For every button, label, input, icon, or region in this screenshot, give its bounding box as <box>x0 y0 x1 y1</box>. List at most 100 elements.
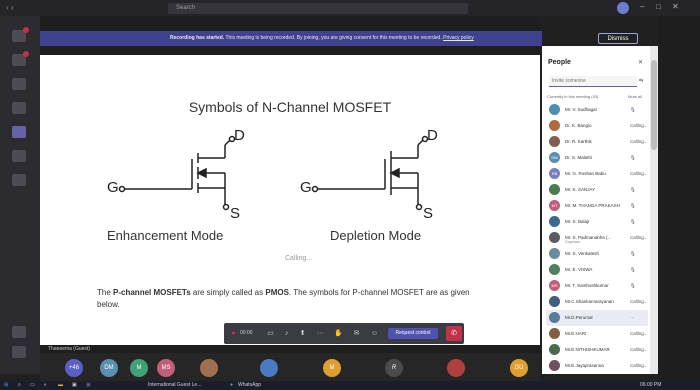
participants-icon[interactable]: ☺ <box>370 330 379 337</box>
participant-tile[interactable]: GU <box>495 357 547 379</box>
participant-avatar <box>549 184 560 195</box>
currently-in-meeting-label[interactable]: Currently in this meeting (43) <box>547 94 599 99</box>
camera-icon[interactable]: ▭ <box>267 330 274 337</box>
participant-avatar <box>200 359 218 377</box>
taskbar-app-teams[interactable]: International Guest Le... <box>148 382 202 388</box>
taskbar-app-whatsapp[interactable]: WhatsApp <box>238 382 262 388</box>
participant-tile[interactable]: M <box>115 357 167 379</box>
file-explorer-icon[interactable]: ▬ <box>58 382 63 388</box>
participant-name: Mr. G. Roshan Babu <box>565 171 606 176</box>
participant-status: Calling... <box>630 331 648 336</box>
participant-name: Mr.E.Jayaprasanna <box>565 363 604 368</box>
calls-icon[interactable] <box>12 150 26 162</box>
participant-tile[interactable]: DM <box>85 357 137 379</box>
clock[interactable]: 06:00 PM <box>640 382 662 388</box>
participant-name: Mr. S. Balaji <box>565 219 590 224</box>
task-view-icon[interactable]: ▭ <box>30 382 35 388</box>
participant-row[interactable]: Mr. V. Sudhagar🎙 <box>546 102 648 118</box>
chat-icon[interactable] <box>12 51 29 66</box>
participant-avatar <box>549 104 560 115</box>
participant-row[interactable]: Mr.E.Jayaprasanna Calling... <box>546 358 648 374</box>
minimize-button[interactable]: – <box>640 2 645 11</box>
participant-avatar <box>549 312 560 323</box>
participant-avatar <box>549 120 560 131</box>
search-icon[interactable]: ⌕ <box>18 382 21 388</box>
participant-row[interactable]: Mr. S. Balaji🎙 <box>546 214 648 230</box>
participant-status: Calling... <box>630 299 648 304</box>
request-control-button[interactable]: Request control <box>388 328 438 339</box>
raise-hand-icon[interactable]: ✋ <box>334 330 343 337</box>
share-icon[interactable]: ⬆ <box>299 330 306 337</box>
participant-status: 🎙 <box>630 155 636 160</box>
files-icon[interactable] <box>12 174 26 186</box>
para-bold: P-channel MOSFETs <box>113 288 191 297</box>
invite-input[interactable]: Invite someone <box>549 76 637 87</box>
participant-avatar: RB <box>549 168 560 179</box>
chat-icon[interactable]: ✉ <box>353 330 360 337</box>
help-icon[interactable] <box>12 346 26 358</box>
participant-tile[interactable]: MS <box>142 357 194 379</box>
participant-row[interactable]: Mr.D.Perumal··· <box>546 310 648 326</box>
maximize-button[interactable]: □ <box>656 2 661 11</box>
apps-icon[interactable] <box>12 326 26 338</box>
participant-tile[interactable]: M <box>308 357 360 379</box>
participant-row[interactable]: Mr. S. Venkatesh🎙 <box>546 246 648 262</box>
calling-overlay: Calling... <box>285 255 313 262</box>
store-icon[interactable]: ▣ <box>72 382 77 388</box>
whatsapp-icon[interactable]: ● <box>230 382 234 388</box>
activity-icon[interactable] <box>12 27 29 42</box>
participant-tile[interactable]: R <box>370 357 422 379</box>
privacy-policy-link[interactable]: Privacy policy <box>443 35 474 41</box>
edge-icon[interactable]: ◐ <box>44 382 48 388</box>
share-invite-icon[interactable]: ⇆ <box>639 78 644 84</box>
app-rail <box>0 16 40 374</box>
para-text: are simply called as <box>190 288 266 297</box>
assignments-icon[interactable] <box>12 102 26 114</box>
participant-avatar: R <box>385 359 403 377</box>
participant-name: Mr. E. VISWA <box>565 267 593 272</box>
windows-start-icon[interactable]: ⊞ <box>4 382 9 388</box>
teams-taskbar-icon[interactable]: ▣ <box>86 382 91 388</box>
mic-icon[interactable]: ♪ <box>284 330 289 337</box>
participant-tile[interactable] <box>432 357 484 379</box>
dismiss-button[interactable]: Dismiss <box>598 33 638 44</box>
close-window-button[interactable]: ✕ <box>672 2 679 11</box>
participant-status: ··· <box>630 315 635 320</box>
participant-status: 🎙 <box>630 267 636 272</box>
participant-tile[interactable] <box>245 357 297 379</box>
calendar-icon[interactable] <box>12 126 26 138</box>
back-forward-arrows[interactable]: ‹ › <box>6 3 14 12</box>
participant-row[interactable]: Mr. E. VISWA 🎙 <box>546 262 648 278</box>
participant-avatar: +46 <box>65 359 83 377</box>
participant-avatar <box>447 359 465 377</box>
participant-row[interactable]: Mr. S. Padmanabha (..Calling...Organizer <box>546 230 648 246</box>
gate-label: G <box>300 179 312 196</box>
participant-row[interactable]: Mr. K. SANJAY🎙 <box>546 182 648 198</box>
search-input[interactable]: Search <box>168 3 468 14</box>
hang-up-button[interactable]: ✆ <box>446 326 462 341</box>
mute-all-link[interactable]: Mute all <box>628 94 643 99</box>
slide-title: Symbols of N-Channel MOSFET <box>188 99 392 115</box>
close-icon[interactable]: ✕ <box>638 60 644 66</box>
teams-icon[interactable] <box>12 78 26 90</box>
participant-status: 🎙 <box>630 283 636 288</box>
participant-name: Dr. K. Bangio <box>565 123 592 128</box>
participant-tile[interactable] <box>185 357 237 379</box>
participant-status: Calling... <box>630 363 648 368</box>
enhancement-mode-label: Enhancement Mode <box>107 228 224 243</box>
participant-name: Mr.C.Shankarnarayanan <box>565 299 614 304</box>
more-options-icon[interactable]: ··· <box>317 330 324 337</box>
user-avatar[interactable] <box>617 2 629 14</box>
people-scrollbar[interactable] <box>650 46 658 374</box>
people-scrollbar-thumb[interactable] <box>651 60 657 150</box>
participant-tile[interactable]: +46 <box>50 357 102 379</box>
participant-row[interactable]: Mr.C.Shankarnarayanan Calling... <box>546 294 648 310</box>
